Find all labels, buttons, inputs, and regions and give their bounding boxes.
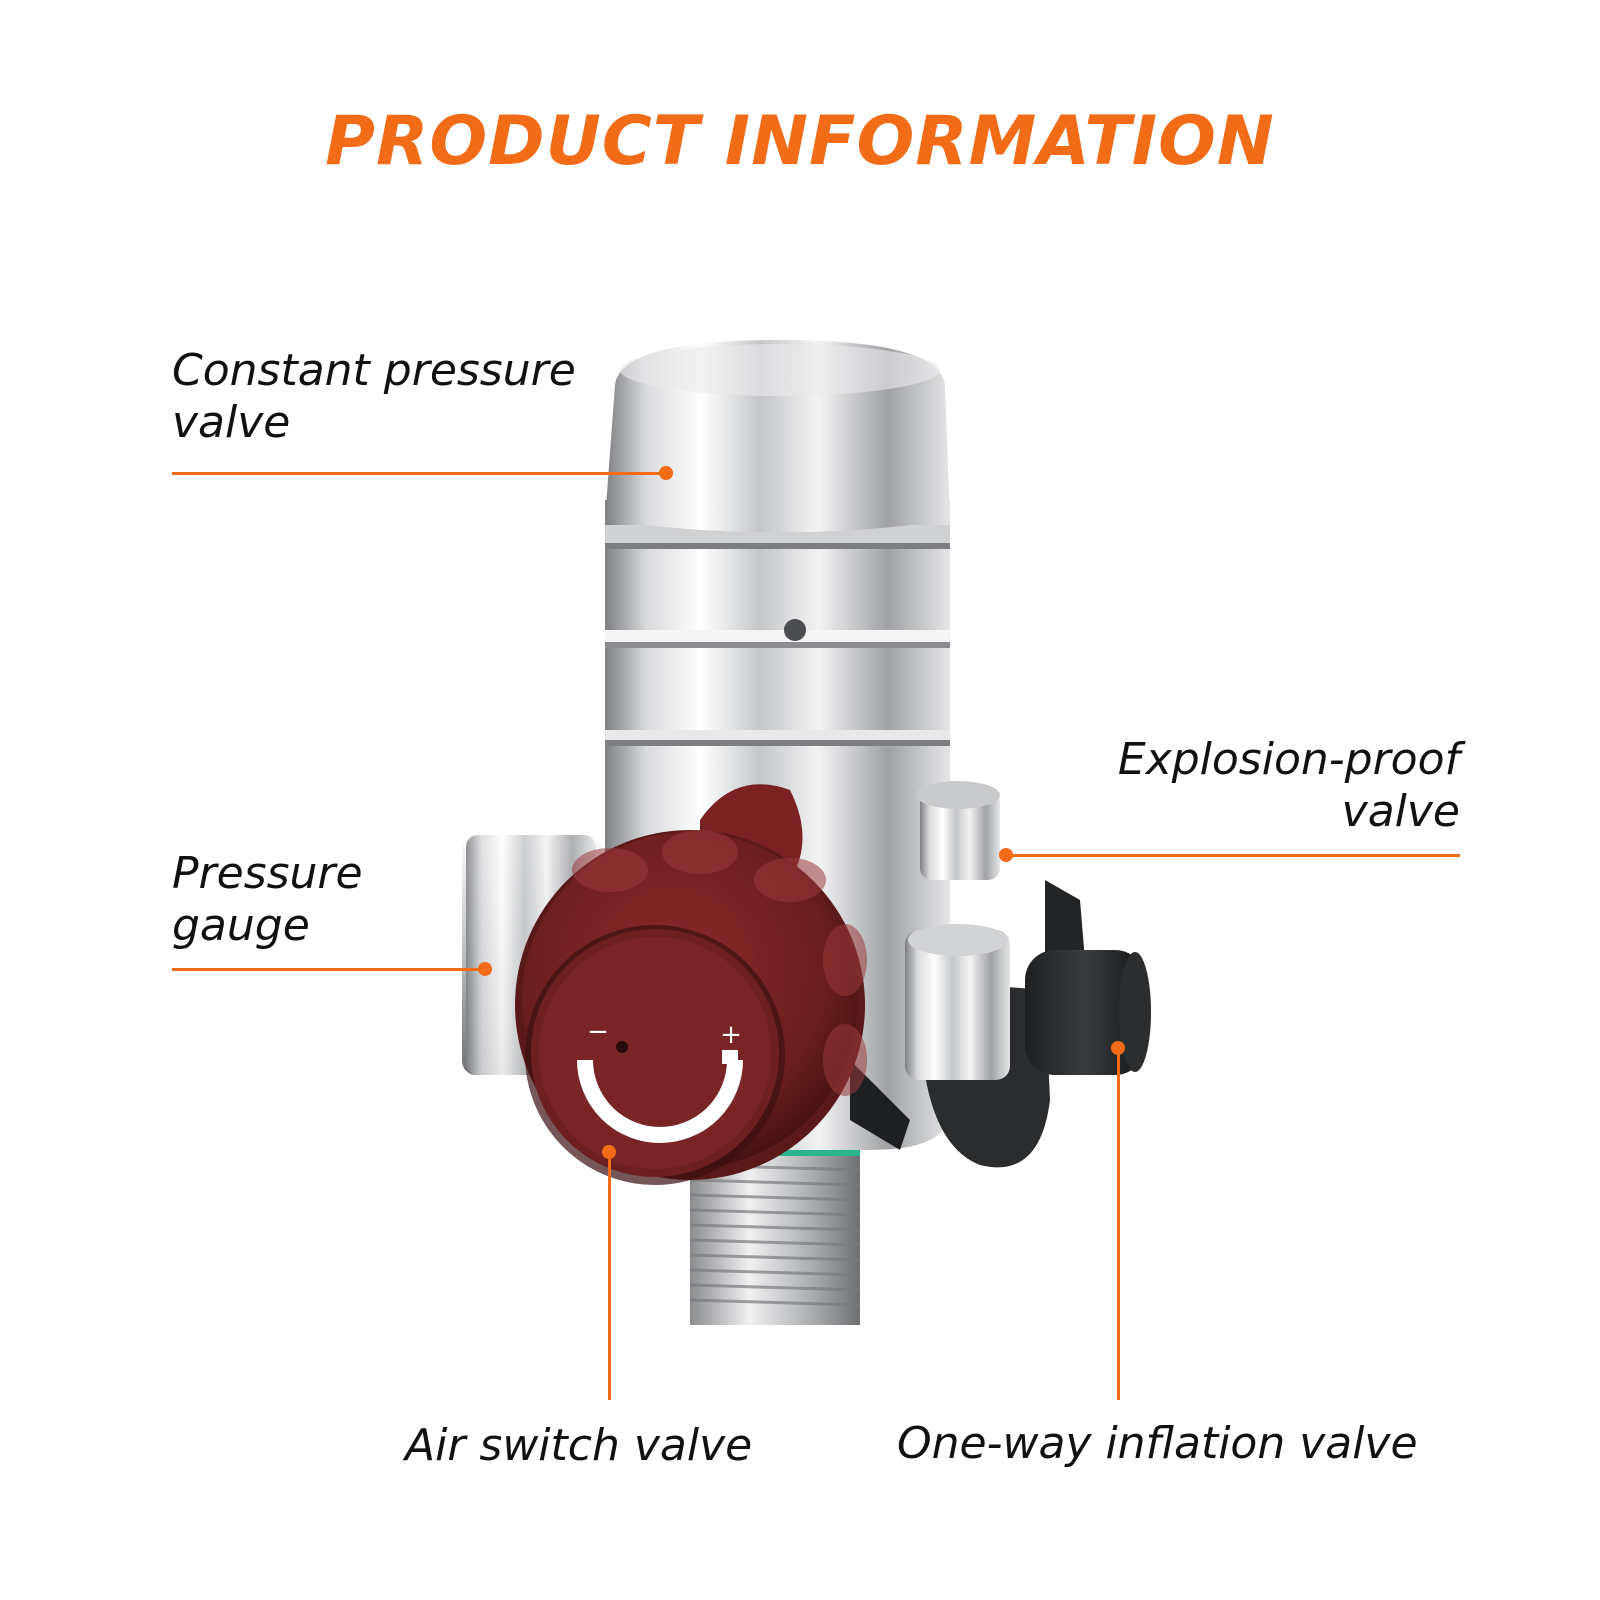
label-pressure-gauge-line1: Pressure (172, 848, 363, 899)
minus-mark: − (587, 1017, 609, 1047)
label-pressure-gauge: Pressure gauge (172, 848, 363, 952)
label-constant-pressure-valve: Constant pressure valve (172, 345, 576, 449)
leader-dot-explosion-proof (999, 848, 1013, 862)
leader-dot-constant-pressure (659, 466, 673, 480)
leader-line-air-switch (608, 1152, 611, 1400)
leader-line-pressure-gauge (172, 968, 490, 971)
page-title: PRODUCT INFORMATION (325, 102, 1275, 181)
label-air-switch-valve: Air switch valve (405, 1420, 753, 1471)
label-constant-pressure-line1: Constant pressure (172, 345, 576, 396)
leader-line-one-way (1117, 1048, 1120, 1400)
leader-line-explosion-proof (1006, 854, 1460, 857)
label-constant-pressure-line2: valve (172, 397, 291, 448)
leader-dot-pressure-gauge (478, 962, 492, 976)
label-pressure-gauge-line2: gauge (172, 900, 310, 951)
label-one-way-inflation-valve: One-way inflation valve (897, 1418, 1418, 1469)
plus-mark: + (720, 1020, 742, 1050)
label-explosion-proof-line2: valve (1341, 786, 1460, 837)
leader-line-constant-pressure (172, 472, 662, 475)
label-explosion-proof-line1: Explosion-proof (1117, 734, 1460, 785)
label-explosion-proof-valve: Explosion-proof valve (1040, 734, 1460, 838)
